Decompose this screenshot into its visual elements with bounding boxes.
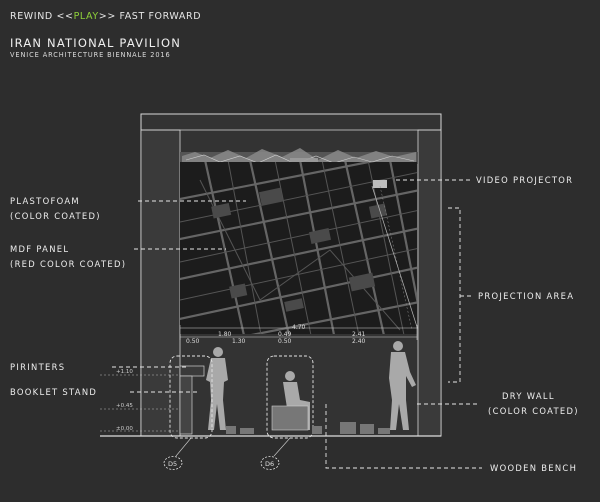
level-0-45: +0.45 [116, 403, 133, 409]
page-subtitle: VENICE ARCHITECTURE BIENNALE 2016 [10, 51, 171, 59]
dim-top-c: 2.41 [352, 331, 366, 338]
dim-top-a: 1.80 [218, 331, 232, 338]
tag-d6: D6 [260, 437, 291, 470]
label-dry-wall: DRY WALL [502, 391, 555, 401]
label-wooden-bench: WOODEN BENCH [490, 463, 578, 473]
label-plastofoam-note: (COLOR COATED) [10, 211, 101, 221]
tagline-rewind: REWIND << [10, 11, 74, 22]
level-markers [100, 374, 180, 432]
tag-d6-label: D6 [265, 460, 274, 468]
level-0-00: ±0.00 [116, 426, 133, 432]
label-printers: PIRINTERS [10, 362, 66, 372]
dim-top-b: 0.49 [278, 331, 292, 338]
label-booklet-stand: BOOKLET STAND [10, 387, 98, 397]
page-title: IRAN NATIONAL PAVILION [10, 36, 182, 50]
projection-screen [180, 162, 417, 334]
tagline-play: PLAY [73, 11, 99, 22]
dimension-lines [179, 325, 418, 340]
silhouette-standing-left [206, 347, 228, 430]
label-projection-area: PROJECTION AREA [478, 291, 575, 301]
projector-beam [371, 180, 419, 331]
silhouette-standing-right [389, 341, 416, 430]
dim-bot-b: 1.30 [232, 338, 246, 345]
dim-bot-a: 0.50 [186, 338, 200, 345]
label-video-projector: VIDEO PROJECTOR [476, 175, 574, 185]
tagline-fast-forward: >> FAST FORWARD [98, 11, 202, 22]
level-1-10: +1.10 [116, 369, 133, 375]
floor-clutter [226, 422, 390, 434]
printer-shelf [179, 365, 205, 435]
dim-bot-c: 0.50 [278, 338, 292, 345]
leader-lines [112, 179, 482, 469]
dim-bot-d: 2.40 [352, 338, 366, 345]
label-mdf-panel: MDF PANEL [10, 244, 70, 254]
tag-d5-label: D5 [168, 460, 177, 468]
label-dry-wall-note: (COLOR COATED) [488, 406, 579, 416]
dim-total: 4.70 [292, 324, 306, 331]
label-plastofoam: PLASTOFOAM [10, 196, 80, 206]
tag-d5: D5 [163, 437, 192, 470]
label-mdf-note: (RED COLOR COATED) [10, 259, 127, 269]
header-tagline: REWIND <<PLAY>> FAST FORWARD [10, 11, 201, 22]
wooden-bench [271, 405, 309, 431]
right-wall [417, 129, 442, 437]
left-wall [140, 129, 181, 437]
